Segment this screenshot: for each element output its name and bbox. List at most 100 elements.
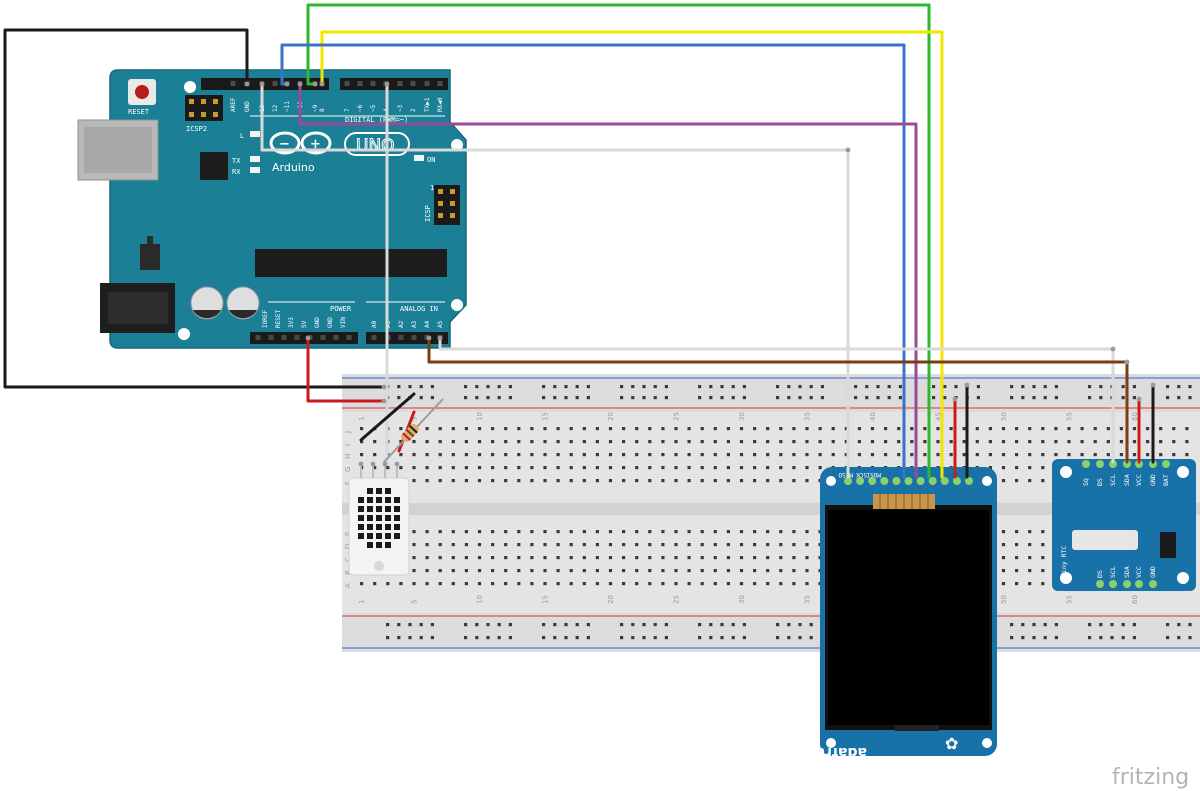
uno-badge [344, 132, 410, 156]
breadboard-hole [556, 543, 560, 547]
rail-hole [1054, 396, 1058, 400]
rail-hole [1043, 396, 1047, 400]
breadboard-hole [464, 466, 468, 470]
rail-hole [854, 385, 858, 389]
rail-hole [1132, 385, 1136, 389]
breadboard-hole [399, 453, 403, 457]
column-number: 25 [672, 595, 680, 604]
breadboard-hole [412, 582, 416, 586]
row-letter: E [344, 532, 352, 536]
breadboard-hole [975, 453, 979, 457]
breadboard-hole [713, 556, 717, 560]
rail-hole [731, 636, 735, 640]
breadboard-hole [464, 530, 468, 534]
breadboard-hole [451, 569, 455, 573]
row-letter: C [344, 557, 352, 562]
breadboard-hole [1001, 543, 1006, 547]
rail-hole [631, 396, 635, 400]
breadboard-hole [530, 543, 534, 547]
breadboard-hole [805, 453, 809, 457]
row-letter: G [344, 467, 352, 472]
breadboard-hole [805, 582, 809, 586]
breadboard-hole [1015, 427, 1019, 431]
breadboard-hole [818, 453, 822, 457]
reset-button[interactable] [135, 85, 149, 99]
rail-hole [553, 385, 557, 389]
breadboard-hole [1146, 453, 1150, 457]
column-number: 55 [1065, 412, 1073, 421]
dht-vent [385, 488, 391, 494]
breadboard-hole [962, 440, 966, 444]
breadboard-hole [1015, 479, 1019, 483]
rtc-bottom-pin-label: DS [1096, 570, 1104, 578]
header-pin [357, 81, 363, 86]
breadboard-hole [622, 569, 626, 573]
rail-hole [1032, 623, 1036, 627]
breadboard-hole [844, 427, 848, 431]
power-pin-label: VIN [340, 317, 347, 328]
wire-end [284, 81, 290, 87]
rtc-mount-hole [1060, 572, 1072, 584]
rail-hole [809, 396, 813, 400]
breadboard-hole [648, 440, 652, 444]
rail-hole [865, 396, 869, 400]
breadboard-hole [608, 569, 613, 573]
wire-red-5v [306, 336, 386, 403]
rail-hole [798, 636, 802, 640]
row-letter: A [344, 583, 352, 588]
rail-hole [1032, 385, 1036, 389]
breadboard-hole [753, 453, 757, 457]
breadboard-hole [1001, 453, 1006, 457]
rail-hole [642, 623, 646, 627]
tft-pin [904, 477, 913, 485]
breadboard-hole [884, 427, 888, 431]
tft-bottom-connector [895, 725, 939, 731]
digital-pin-label: 8 [319, 108, 326, 112]
rail-hole [542, 396, 546, 400]
breadboard-hole [477, 453, 482, 457]
breadboard-hole [766, 440, 770, 444]
breadboard-hole [1041, 440, 1045, 444]
power-pin-label: 3V3 [288, 317, 295, 328]
breadboard-hole [491, 582, 495, 586]
rtc-bottom-pin-label: SDA [1123, 566, 1131, 578]
breadboard-hole [582, 556, 586, 560]
rail-hole [742, 396, 746, 400]
breadboard-hole [1015, 582, 1019, 586]
breadboard-hole [1041, 479, 1045, 483]
breadboard-hole [595, 466, 599, 470]
breadboard-hole [556, 466, 560, 470]
dht-vent [367, 524, 373, 530]
tft-flex-traces [879, 494, 929, 509]
rail-hole [620, 636, 624, 640]
column-number: 50 [1000, 595, 1008, 604]
breadboard-hole [477, 569, 482, 573]
rail-hole [397, 623, 401, 627]
breadboard-hole [831, 427, 835, 431]
rail-hole [1099, 385, 1103, 389]
dht-vent [385, 542, 391, 548]
usb-chip [200, 152, 228, 180]
digital-pin-label: RX◀0 [437, 97, 444, 112]
breadboard-hole [425, 453, 429, 457]
breadboard-hole [635, 582, 639, 586]
breadboard-hole [635, 453, 639, 457]
breadboard-hole [517, 466, 521, 470]
breadboard-hole [857, 427, 861, 431]
rtc-top-pin-label: DS [1096, 478, 1104, 486]
breadboard-hole [949, 440, 953, 444]
rail-hole [575, 623, 579, 627]
rail-hole [553, 636, 557, 640]
breadboard-hole [530, 569, 534, 573]
breadboard-hole [1001, 440, 1006, 444]
wire-end [1136, 396, 1142, 402]
rail-hole [731, 623, 735, 627]
breadboard-hole [805, 556, 809, 560]
rail-hole [898, 396, 902, 400]
dht-vent [358, 533, 364, 539]
rail-hole [1166, 636, 1170, 640]
rail-hole [809, 636, 813, 640]
breadboard-hole [766, 479, 770, 483]
rail-hole [1110, 636, 1114, 640]
breadboard-hole [779, 530, 783, 534]
